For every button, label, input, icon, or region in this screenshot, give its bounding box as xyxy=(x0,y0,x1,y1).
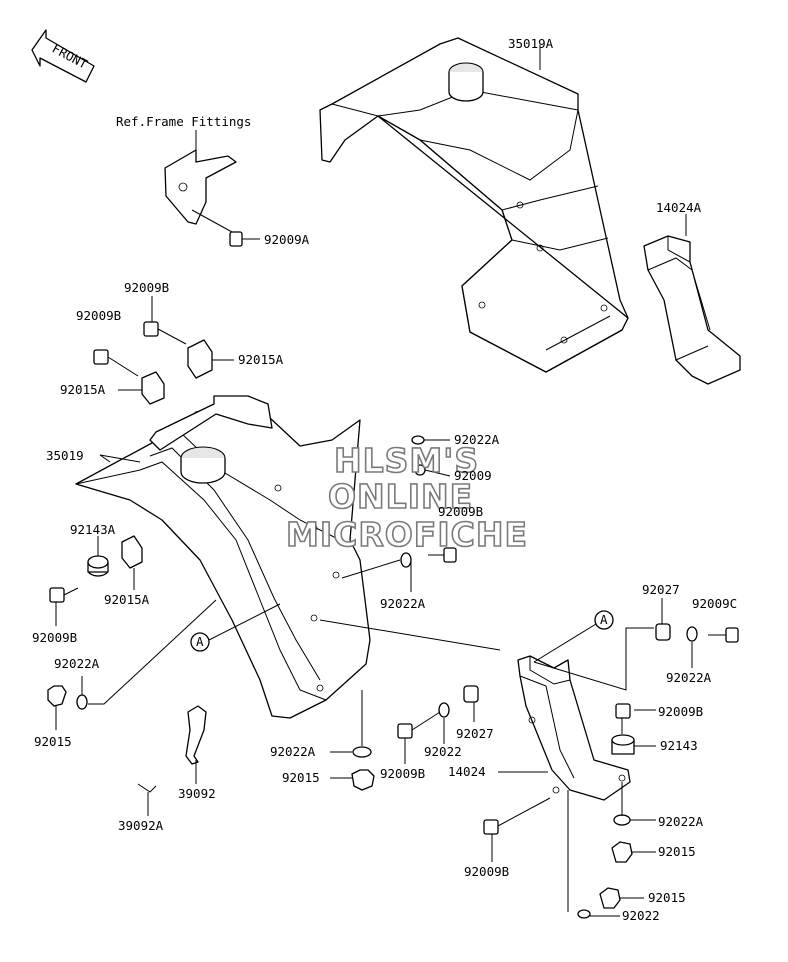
label-92027-top: 92027 xyxy=(642,582,680,597)
nut-92015-lowright1 xyxy=(611,841,633,863)
svg-text:A: A xyxy=(196,634,204,649)
label-92015-lowright1: 92015 xyxy=(658,844,696,859)
bolt-92009b-upper xyxy=(143,296,187,345)
frame-fitting-bracket xyxy=(164,130,237,233)
svg-text:A: A xyxy=(600,612,608,627)
label-92022-lowright: 92022 xyxy=(622,908,660,923)
grommet-92143 xyxy=(611,734,635,755)
washer-92022-lowright xyxy=(577,909,591,919)
clip-92015a-upper xyxy=(187,339,234,379)
label-92009c: 92009C xyxy=(692,596,737,611)
label-92022a-lowright: 92022A xyxy=(658,814,704,829)
watermark-line1: HLSM'S xyxy=(334,441,479,480)
washer-92022-mid xyxy=(438,702,450,718)
bolt-92009b-mid xyxy=(428,547,457,563)
bolt-92009c xyxy=(708,627,739,643)
bolt-92009b-right xyxy=(615,703,631,734)
clip-39092 xyxy=(185,705,207,784)
label-35019: 35019 xyxy=(46,448,84,463)
bracket-14024 xyxy=(517,655,631,801)
reference-a-left: A xyxy=(190,603,281,652)
front-arrow-icon: FRONT xyxy=(31,29,95,83)
label-92022a-bottom: 92022A xyxy=(270,744,316,759)
label-92015-bottom: 92015 xyxy=(282,770,320,785)
label-35019a: 35019A xyxy=(508,36,554,51)
reference-a-right: A xyxy=(533,610,614,663)
label-39092: 39092 xyxy=(178,786,216,801)
label-92009b-right: 92009B xyxy=(658,704,703,719)
collar-92027-top xyxy=(655,598,671,641)
label-92143: 92143 xyxy=(660,738,698,753)
label-92143a: 92143A xyxy=(70,522,116,537)
label-92009b-mid: 92009B xyxy=(438,504,483,519)
bracket-14024a xyxy=(643,214,741,385)
part-labels: Ref.Frame Fittings 35019A 14024A 92009A … xyxy=(32,36,737,923)
label-92015a-low: 92015A xyxy=(104,592,150,607)
washer-92022a-right xyxy=(686,626,698,642)
grommet-92143a xyxy=(87,536,109,577)
label-92022a-mid: 92022A xyxy=(380,596,426,611)
label-92009b-top: 92009B xyxy=(124,280,169,295)
nut-92015-left xyxy=(47,685,67,730)
leader-lines xyxy=(99,439,693,917)
label-92015a-right: 92015A xyxy=(238,352,284,367)
label-92015-lowright2: 92015 xyxy=(648,890,686,905)
washer-92022a-left xyxy=(76,676,88,710)
clip-92015a-low xyxy=(121,535,143,590)
label-92015a-left: 92015A xyxy=(60,382,106,397)
label-92009-mid: 92009 xyxy=(454,468,492,483)
band-39092a xyxy=(137,783,157,816)
washer-92022a-bottom xyxy=(352,746,372,758)
bolt-92009b-left xyxy=(93,349,139,377)
label-92022a-right: 92022A xyxy=(666,670,712,685)
label-92022a-top: 92022A xyxy=(454,432,500,447)
bolt-92009b-low-left xyxy=(49,587,79,626)
label-14024: 14024 xyxy=(448,764,486,779)
label-92009b-lowleft: 92009B xyxy=(32,630,77,645)
label-92015-left: 92015 xyxy=(34,734,72,749)
rear-fender-35019a xyxy=(319,37,629,373)
watermark-line3: MICROFICHE xyxy=(286,515,528,554)
bolt-92009b-lowbottom xyxy=(483,797,551,835)
clip-92015a-left xyxy=(118,371,165,405)
label-92009b-lowbottom: 92009B xyxy=(464,864,509,879)
label-92009a: 92009A xyxy=(264,232,310,247)
bolt-92009b-center xyxy=(397,711,441,739)
washer-92022a-lowright xyxy=(613,814,631,826)
washer-92022a-mid xyxy=(400,552,412,568)
fastener-group-right xyxy=(319,598,739,919)
watermark-line2: ONLINE xyxy=(328,477,473,516)
nut-92015-lowright2 xyxy=(599,887,621,909)
fastener-group-center xyxy=(341,435,457,791)
label-92009b-left: 92009B xyxy=(76,308,121,323)
label-ref-frame-fittings: Ref.Frame Fittings xyxy=(116,114,251,129)
nut-92015-bottom xyxy=(351,769,375,791)
label-39092a: 39092A xyxy=(118,818,164,833)
label-92009b-bottom: 92009B xyxy=(380,766,425,781)
bolt-92009a xyxy=(229,231,260,247)
label-92027-mid: 92027 xyxy=(456,726,494,741)
collar-92027-mid xyxy=(463,685,479,708)
label-92022-mid: 92022 xyxy=(424,744,462,759)
label-14024a: 14024A xyxy=(656,200,702,215)
fastener-group-left xyxy=(47,296,234,730)
watermark: HLSM'S ONLINE MICROFICHE xyxy=(285,440,528,555)
label-92022a-left: 92022A xyxy=(54,656,100,671)
front-fender-35019 xyxy=(75,395,371,719)
